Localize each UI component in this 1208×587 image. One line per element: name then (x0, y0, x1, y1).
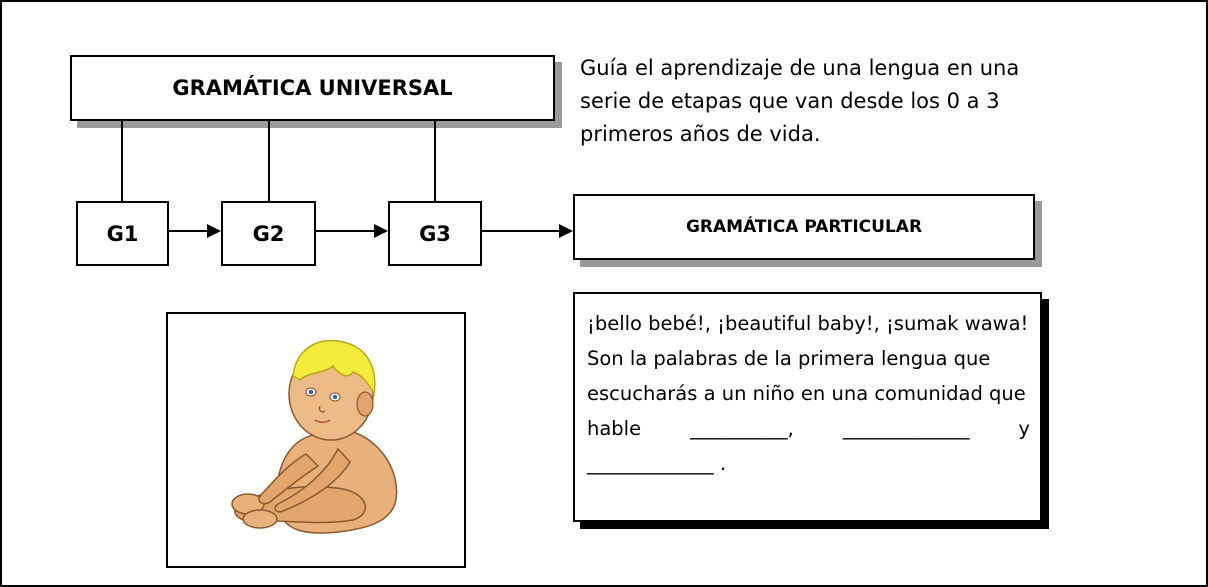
arrow-g1-g2 (169, 224, 221, 238)
exercise-textbox: ¡bello bebé!, ¡beautiful baby!, ¡sumak w… (573, 292, 1042, 522)
stage-g1-label: G1 (106, 221, 139, 246)
blank-3[interactable]: _____________ . (587, 452, 727, 475)
particular-grammar-box: GRAMÁTICA PARTICULAR (573, 194, 1035, 260)
stage-g1-box: G1 (76, 201, 169, 266)
baby-image-frame (166, 312, 466, 568)
exercise-line-3: escucharás a un niño en una comunidad qu… (587, 382, 1026, 405)
arrow-g3-particular (482, 224, 573, 238)
blank-1[interactable]: __________, (690, 417, 794, 440)
stage-g3-box: G3 (388, 201, 482, 266)
universal-grammar-box: GRAMÁTICA UNIVERSAL (70, 55, 555, 121)
description-text: Guía el aprendizaje de una lengua en una… (580, 56, 1020, 146)
connector-g1 (121, 121, 123, 202)
particular-grammar-label: GRAMÁTICA PARTICULAR (685, 217, 923, 237)
baby-icon (231, 339, 398, 534)
stage-g2-box: G2 (221, 201, 316, 266)
universal-grammar-label: GRAMÁTICA UNIVERSAL (172, 76, 453, 100)
exercise-hable: hable (587, 417, 642, 440)
exercise-line-1: ¡bello bebé!, ¡beautiful baby!, ¡sumak w… (587, 312, 1029, 335)
exercise-line-4: hable __________, _____________ y (587, 411, 1030, 446)
connector-g2 (268, 121, 270, 202)
stage-g3-label: G3 (419, 221, 451, 246)
connector-g3 (434, 121, 436, 202)
exercise-conjunction: y (1018, 417, 1030, 440)
stage-g2-label: G2 (252, 221, 285, 246)
arrow-g2-g3 (316, 224, 388, 238)
blank-2[interactable]: _____________ (842, 417, 970, 440)
exercise-line-2: Son la palabras de la primera lengua que (587, 347, 991, 370)
